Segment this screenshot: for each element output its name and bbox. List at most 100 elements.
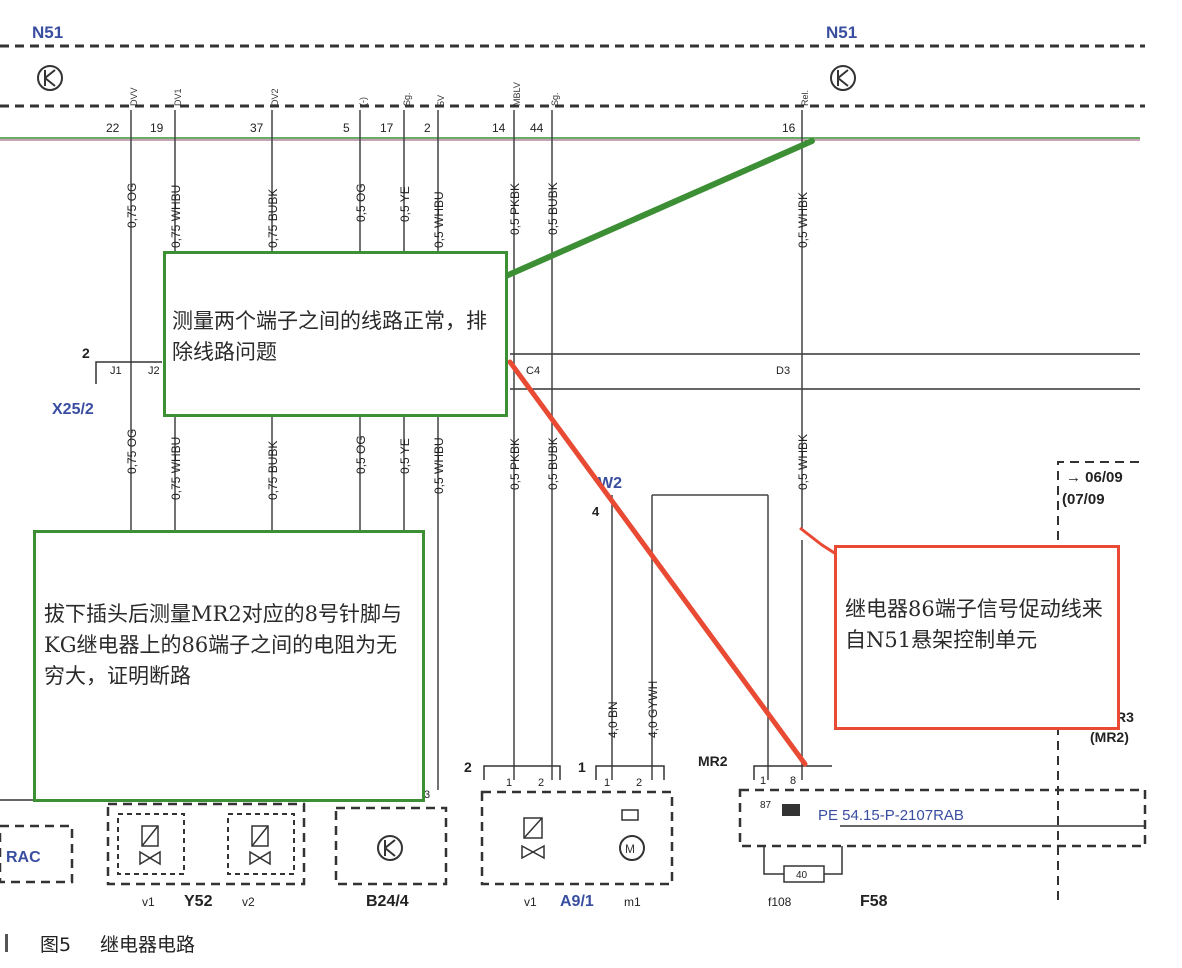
rac-label: RAC (6, 849, 41, 866)
wire-code: 0,75 OG (125, 183, 139, 228)
sensor-icon (377, 835, 403, 861)
green-pointer-line (503, 138, 815, 279)
connector-number: 1 (578, 759, 586, 775)
n51-right-label: N51 (826, 23, 857, 42)
wire-codes-lower: 0,75 OG 0,75 WHBU 0,75 BUBK 0,5 OG 0,5 Y… (125, 429, 810, 738)
pin-number: 16 (782, 121, 796, 135)
pin-label: 1 (506, 777, 512, 789)
pin-number: 5 (343, 121, 350, 135)
wire-code: 0,5 OG (354, 183, 368, 222)
connector-pin: C4 (526, 365, 540, 377)
pin-label: 1 (604, 777, 610, 789)
wire-code: 4,0 BN (606, 701, 620, 738)
pin-number: 17 (380, 121, 394, 135)
pin-function: Sg. (402, 92, 412, 106)
date-from: → 06/09 (1066, 469, 1123, 486)
connector-number: 2 (464, 759, 472, 775)
wire-code: 0,5 YE (398, 438, 412, 474)
date-to: (07/09 (1062, 491, 1105, 508)
transistor-icon (830, 65, 856, 91)
wire-code: 0,5 WHBU (432, 437, 446, 494)
pin-number: 37 (250, 121, 264, 135)
wire-code: 0,5 WHBK (796, 192, 810, 248)
figure-caption: 图5 继电器电路 (0, 930, 400, 958)
red-pointer-line (507, 359, 808, 767)
wire-code: 0,5 WHBU (432, 191, 446, 248)
wire-code: 0,5 BUBK (546, 437, 560, 490)
pin-label: 2 (636, 777, 642, 789)
pin-function: Sg. (550, 92, 560, 106)
y52-valve-block: v1 Y52 v2 (106, 802, 306, 910)
wire-code: 0,75 BUBK (266, 189, 280, 248)
b24-sensor-block: 3 B24/4 (334, 789, 448, 910)
motor-label: m1 (624, 895, 641, 909)
figure-title: 继电器电路 (100, 934, 196, 956)
connector-pin-count: 2 (82, 345, 90, 361)
transistor-icon (37, 65, 63, 91)
connector-pin: J2 (148, 365, 160, 377)
pin-function: (-) (358, 97, 368, 106)
solenoid-valve-icon (249, 825, 271, 866)
relay-ref-sub: (MR2) (1090, 729, 1129, 745)
pin-number: 19 (150, 121, 164, 135)
model-year-marker: → 06/09 (07/09 R3 (MR2) (1057, 461, 1140, 900)
fuse-value: 40 (796, 870, 808, 881)
sensor-pin: 3 (424, 789, 430, 801)
relay-label: MR2 (698, 753, 728, 769)
wire-code: 0,5 YE (398, 186, 412, 222)
red-callout-leader (799, 526, 837, 556)
valve-label: v1 (142, 895, 155, 909)
wire-code: 4,0 GYWH (646, 681, 660, 738)
annotation-text: 测量两个端子之间的线路正常，排除线路问题 (172, 309, 487, 364)
pin-function: Rel. (800, 90, 810, 106)
connector-x25-2: 2 J1 J2 C4 D3 X25/2 (52, 345, 790, 418)
pin-number: 44 (530, 121, 544, 135)
n51-control-unit: N51 N51 (0, 23, 1145, 108)
relay-ref: R3 (1116, 709, 1134, 725)
connector-label: X25/2 (52, 401, 94, 418)
y52-label: Y52 (184, 893, 213, 910)
pin-function: DV1 (173, 88, 183, 106)
vertical-wires (130, 110, 803, 790)
pin-function: 5V (436, 95, 446, 106)
wire-code: 0,5 BUBK (546, 182, 560, 235)
a9-label: A9/1 (560, 893, 594, 910)
wire-code: 0,5 PKBK (508, 183, 522, 235)
document-reference: PE 54.15-P-2107RAB (818, 807, 964, 824)
wire-code: 0,5 OG (354, 435, 368, 474)
relay-pin: 8 (790, 775, 796, 787)
solenoid-valve-icon (521, 817, 545, 860)
wire-code: 0,75 OG (125, 429, 139, 474)
solenoid-valve-icon (139, 825, 161, 866)
valve-label: v2 (242, 895, 255, 909)
wire-code: 0,5 WHBK (796, 434, 810, 490)
relay-pin: 87 (760, 800, 772, 811)
wire-code: 0,75 WHBU (169, 437, 183, 500)
n51-left-label: N51 (32, 23, 63, 42)
connector-pin: J1 (110, 365, 122, 377)
b24-label: B24/4 (366, 893, 409, 910)
fuse-icon: 40 (783, 865, 825, 883)
pin-function: DVV (129, 87, 139, 106)
annotation-green-top: 测量两个端子之间的线路正常，排除线路问题 (163, 251, 508, 417)
wire-code: 0,75 BUBK (266, 441, 280, 500)
wire-code: 0,5 PKBK (508, 438, 522, 490)
connector-pin: D3 (776, 365, 790, 377)
pin-functions: DVV DV1 DV2 (-) Sg. 5V MBLV Sg. Rel. (129, 82, 810, 106)
wire-codes-upper: 0,75 OG 0,75 WHBU 0,75 BUBK 0,5 OG 0,5 Y… (125, 182, 810, 248)
pin-function: MBLV (512, 82, 522, 106)
motor-icon: M (619, 809, 645, 861)
pin-function: DV2 (270, 88, 280, 106)
document-reference-icon (782, 804, 800, 816)
annotation-text: 拔下插头后测量MR2对应的8号针脚与KG继电器上的86端子之间的电阻为无穷大，证… (44, 602, 403, 688)
figure-number: 图5 (40, 934, 72, 956)
annotation-red-right: 继电器86端子信号促动线来自N51悬架控制单元 (834, 545, 1120, 730)
a9-compressor-block: 2 1 1 2 1 2 M v1 A9/1 m1 (464, 759, 674, 910)
pin-number: 2 (424, 121, 431, 135)
fuse-label: f108 (768, 895, 792, 909)
annotation-text: 继电器86端子信号促动线来自N51悬架控制单元 (845, 597, 1103, 652)
annotation-green-bottom: 拔下插头后测量MR2对应的8号针脚与KG继电器上的86端子之间的电阻为无穷大，证… (33, 530, 425, 802)
ground-pin: 4 (592, 504, 600, 519)
